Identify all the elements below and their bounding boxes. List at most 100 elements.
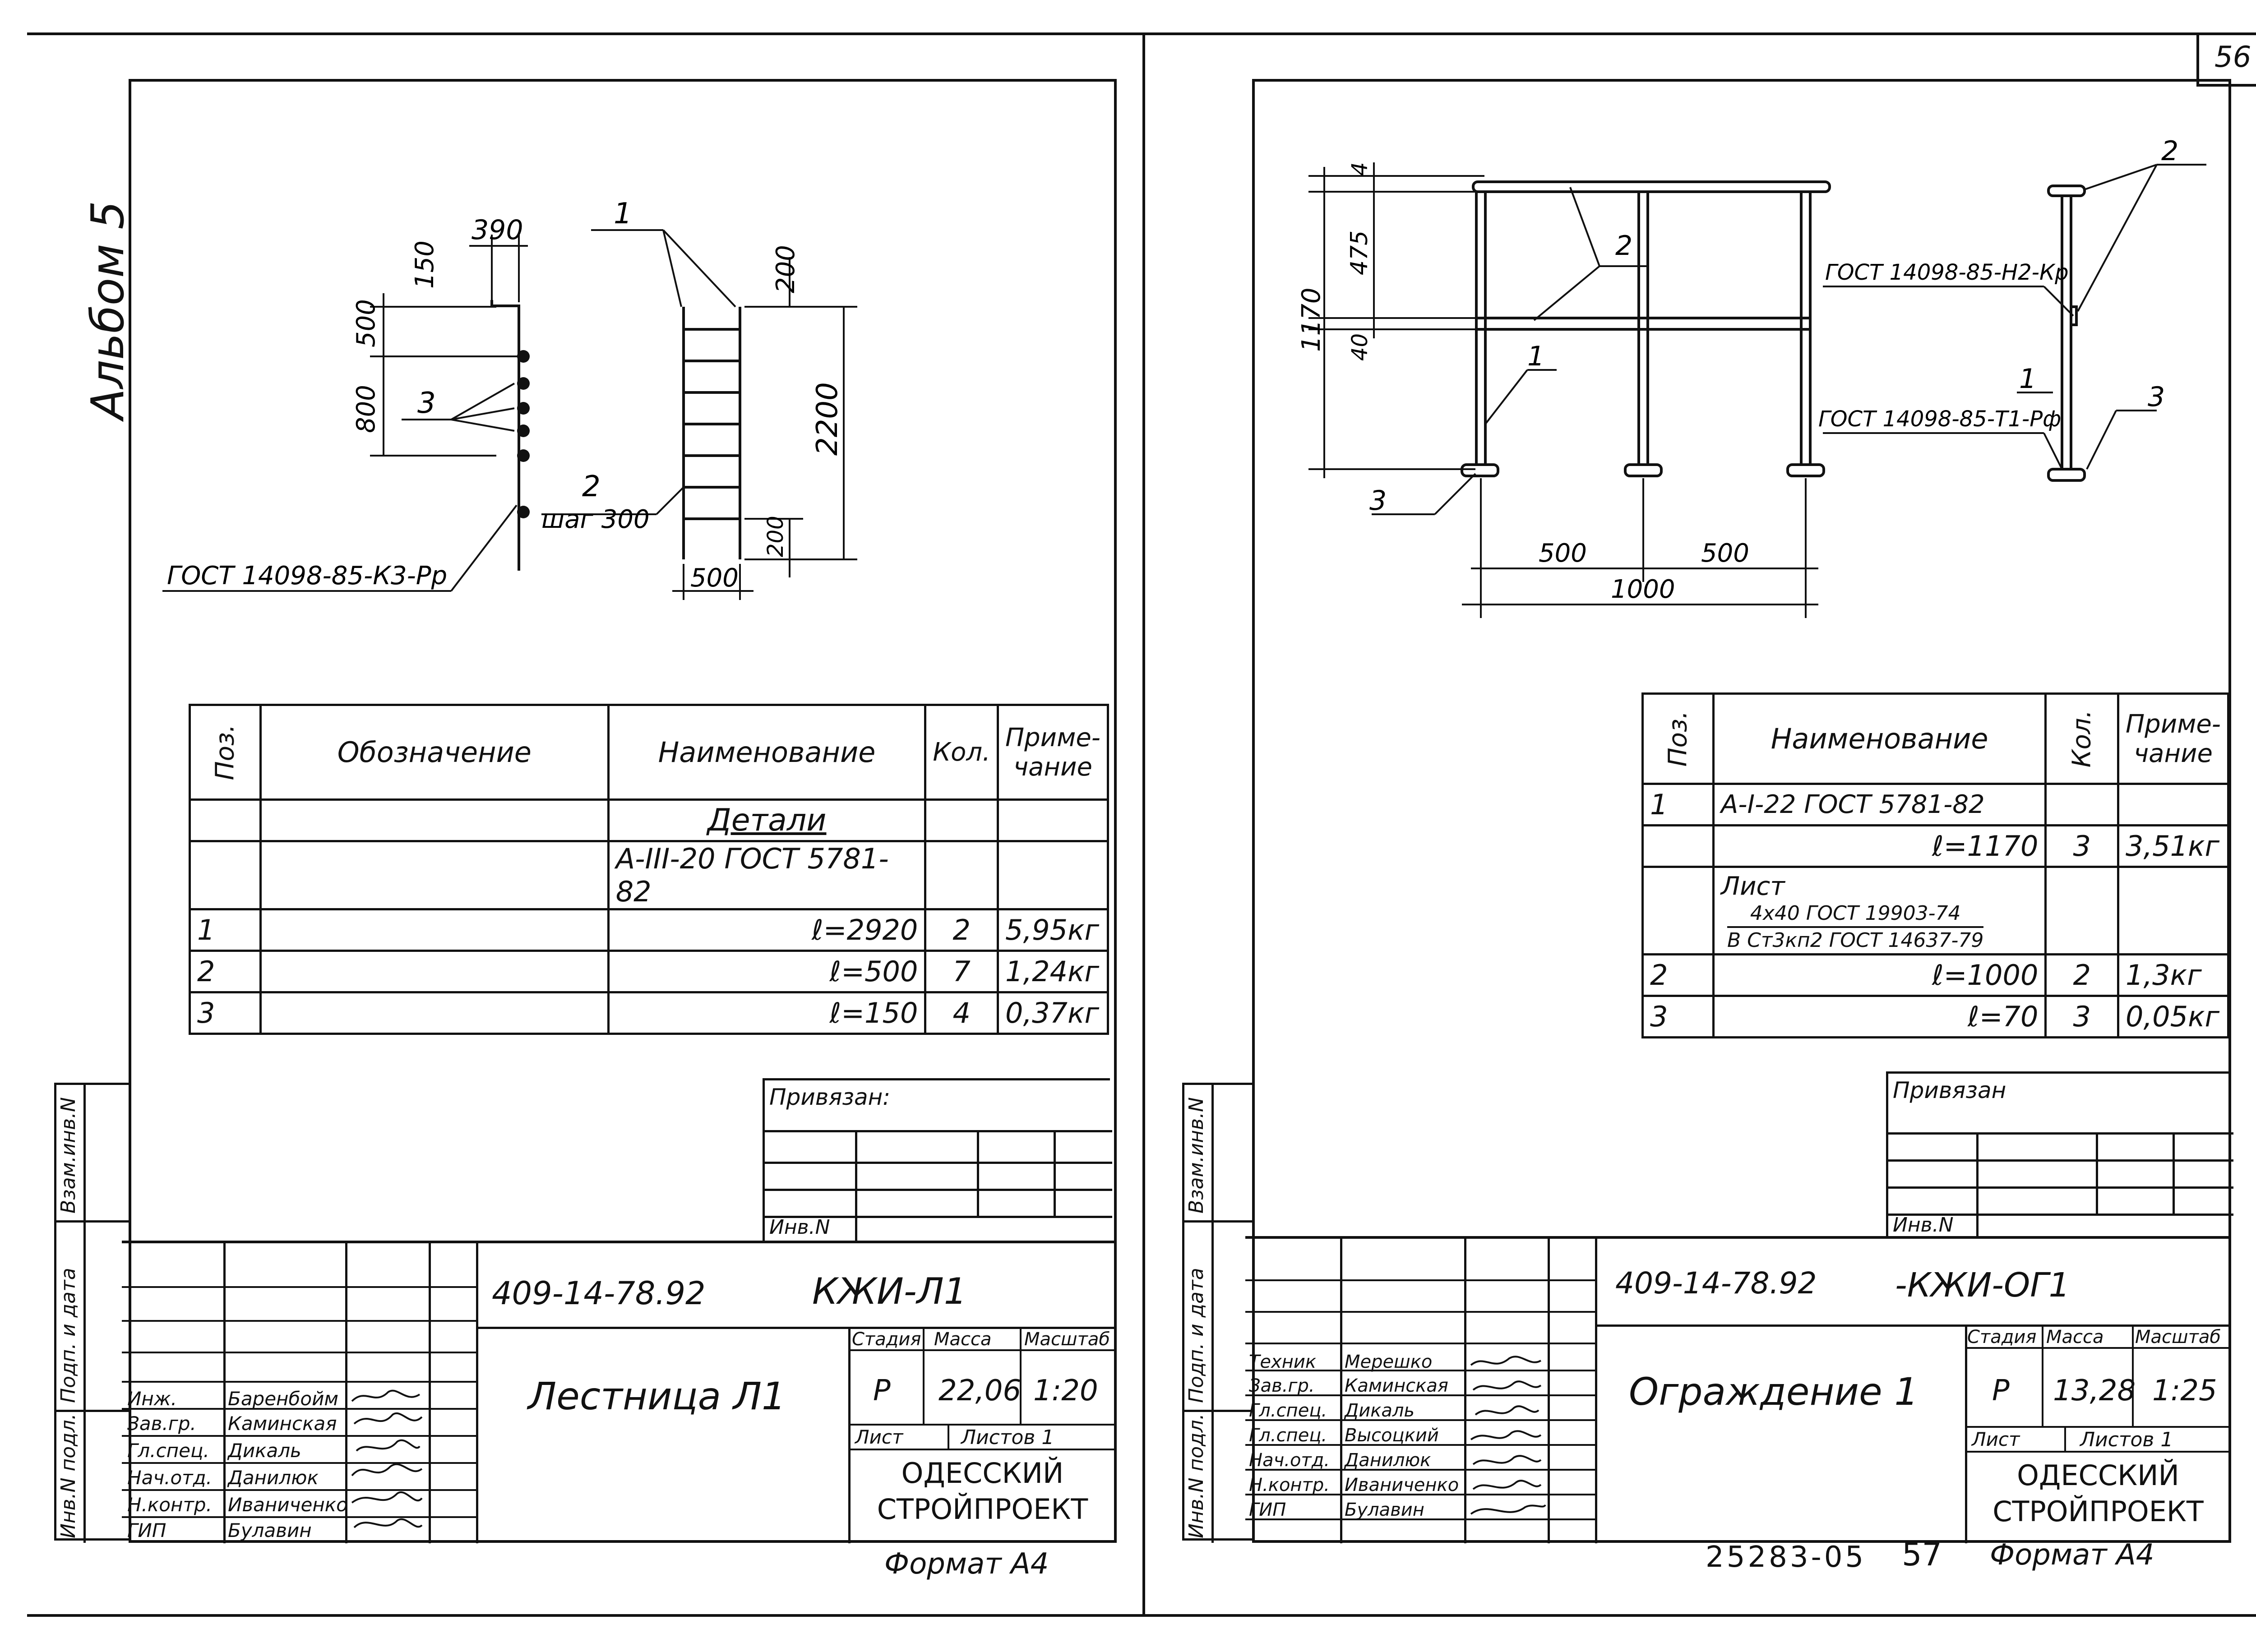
dim-500-bottom: 500 [690,563,739,593]
person-row: Гл.спец. [1249,1425,1327,1446]
dim-150: 150 [410,240,439,289]
scale-value: 1:20 [1033,1374,1098,1407]
callout-3: 3 [1369,485,1387,517]
bottom-trim-line [27,1614,2256,1617]
dim-200-bottom: 200 [763,516,788,557]
side-label-podp: Подп. и дата [57,1268,80,1403]
drawing-title: Лестница Л1 [528,1374,786,1418]
archive-number: 25283-05 [1706,1541,1867,1574]
left-format: Формат А4 [884,1547,1049,1581]
dim-390: 390 [472,214,523,246]
dim-2200: 2200 [811,382,844,456]
person-row: Нач.отд. [1249,1450,1330,1471]
weld-callout: ГОСТ 14098-85-К3-Рр [167,561,447,591]
col-pos: Поз. [1641,692,1715,785]
side-label-podp: Подп. и дата [1185,1268,1208,1403]
dim-475: 475 [1346,231,1373,275]
person-row: Зав.гр. [127,1412,196,1435]
left-title-block: Инж. Баренбойм Зав.гр. Каминская Гл.спец… [122,1241,1117,1543]
dim-500-a: 500 [1539,539,1587,568]
right-sheet-frame [1252,79,2231,1543]
left-side-strip [54,1083,131,1543]
person-row: Н.контр. [1249,1475,1330,1495]
col-name: Наименование [1712,692,2047,785]
side-label-inv: Инв.N подл. [57,1413,80,1538]
doc-mark: КЖИ-Л1 [812,1270,967,1312]
table-row: 1 А-I-22 ГОСТ 5781-82 [1641,783,2229,826]
person-row: Техник [1249,1352,1317,1372]
inv-no-label: Инв.N [769,1216,830,1239]
person-row: Инж. [127,1388,177,1410]
callout-3: 3 [417,387,436,420]
right-side-strip [1182,1083,1254,1543]
material-row: А-III-20 ГОСТ 5781-82 [607,840,927,910]
person-row: Гл.спец. [1249,1400,1327,1421]
dim-1000: 1000 [1611,575,1675,604]
mass-value: 22,06 [938,1374,1022,1407]
dim-200-top: 200 [771,245,800,293]
person-row: ГИП [1249,1500,1286,1520]
stage-value: Р [873,1374,891,1407]
scale-value: 1:25 [2152,1374,2217,1407]
doc-code: 409-14-78.92 [492,1275,706,1312]
right-format: Формат А4 [1990,1538,2154,1572]
table-row: 3 ℓ=150 4 0,37кг [189,991,1109,1035]
table-row: 2 ℓ=500 7 1,24кг [189,950,1109,993]
col-designation: Обозначение [259,704,610,801]
weld-callout-2: ГОСТ 14098-85-Т1-Рф [1818,406,2061,432]
section-title: Детали [607,798,927,842]
dim-500-b: 500 [1701,539,1749,568]
table-row: 2 ℓ=1000 2 1,3кг [1641,953,2229,997]
left-sheet-frame [129,79,1117,1543]
table-row: 3 ℓ=70 3 0,05кг [1641,995,2229,1039]
center-divider [1142,32,1145,1617]
right-privyazan-box: Привязан Инв.N [1886,1071,2233,1238]
person-row: Гл.спец. [127,1440,209,1462]
col-note: Приме-чание [2117,692,2229,785]
stage-value: Р [1992,1374,2010,1407]
side-label-vzam: Взам.инв.N [57,1097,80,1214]
step-label: шаг 300 [541,505,650,534]
side-label-inv: Инв.N подл. [1185,1413,1208,1538]
callout-2: 2 [1615,230,1632,262]
callout-1-side: 1 [2019,363,2036,395]
side-label-vzam: Взам.инв.N [1185,1097,1208,1214]
person-row: ГИП [127,1519,166,1541]
mass-value: 13,28 [2053,1374,2136,1407]
dim-1170: 1170 [1297,287,1326,352]
callout-2: 2 [582,470,601,503]
right-spec-table: Поз. Наименование Кол. Приме-чание 1 А-I… [1641,692,2229,1039]
doc-mark: -КЖИ-ОГ1 [1895,1266,2070,1305]
callout-2-side: 2 [2161,135,2178,167]
table-row: Лист 4х40 ГОСТ 19903-74 В Ст3кп2 ГОСТ 14… [1641,865,2229,956]
inv-no-label: Инв.N [1893,1214,1954,1237]
left-privyazan-box: Привязан: Инв.N [763,1078,1112,1243]
callout-3-side: 3 [2148,381,2165,413]
ladder-drawing: 390 150 500 800 3 ГОСТ 14098-85-К3-Рр 1 … [162,197,857,600]
col-note: Приме-чание [997,704,1109,801]
signatures [351,1389,423,1528]
privyazan-label: Привязан: [769,1084,891,1110]
drawing-title: Ограждение 1 [1629,1370,1919,1414]
left-spec-table: Поз. Обозначение Наименование Кол. Приме… [189,704,1109,1035]
doc-code: 409-14-78.92 [1615,1266,1817,1301]
archive-page: 57 [1902,1536,1942,1573]
person-row: Зав.гр. [1249,1375,1315,1396]
weld-callout-1: ГОСТ 14098-85-Н2-Кр [1825,260,2069,285]
privyazan-label: Привязан [1893,1077,2006,1103]
railing-drawing: 4 475 40 1170 500 500 1000 2 1 3 2 1 3 Г… [1297,135,2206,618]
page-number-box: 56 [2196,32,2256,87]
dim-500: 500 [351,299,381,347]
person-row: Нач.отд. [127,1467,213,1489]
callout-1: 1 [614,197,632,231]
dim-4: 4 [1347,162,1373,176]
dim-40: 40 [1347,333,1373,361]
page-number: 56 [2214,41,2251,74]
right-title-block: Техник Мерешко Зав.гр. Каминская Гл.спец… [1245,1236,2231,1543]
callout-1: 1 [1527,341,1544,372]
col-qty: Кол. [924,704,999,801]
col-name: Наименование [607,704,927,801]
col-qty: Кол. [2044,692,2120,785]
